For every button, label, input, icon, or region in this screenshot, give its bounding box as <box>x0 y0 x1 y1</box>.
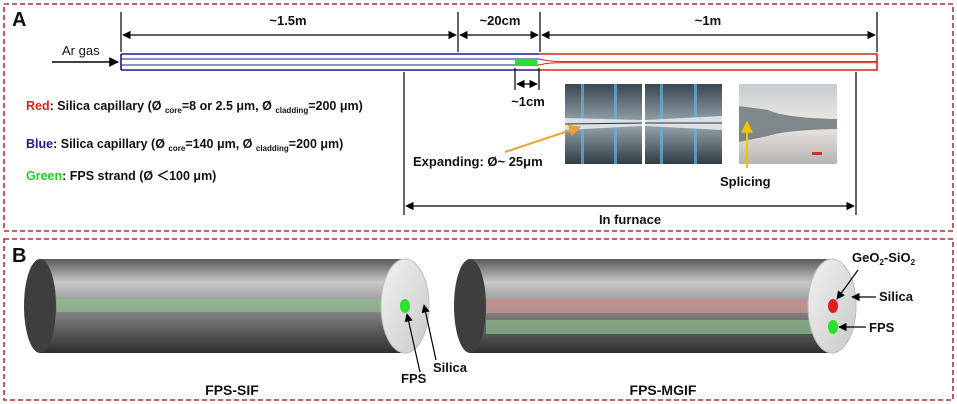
fps-strand <box>515 60 537 65</box>
legend-blue: Blue: Silica capillary (Ø core=140 μm, Ø… <box>26 137 343 153</box>
mgif-geo2-arrow <box>836 269 859 300</box>
mgif-silica-label: Silica <box>879 289 914 304</box>
fps-core-dot-mgif <box>828 320 838 334</box>
furnace-lines <box>403 72 857 215</box>
sif-fps-arrow <box>404 313 421 373</box>
micrograph-splicing <box>739 84 837 164</box>
mgif-caption: FPS-MGIF <box>630 382 697 398</box>
panel-b-letter: B <box>12 245 26 267</box>
dim-seg2-label: ~20cm <box>480 13 521 28</box>
small-dimension <box>514 68 540 90</box>
micrograph-expanding-left <box>564 84 643 164</box>
dim-small-label: ~1cm <box>511 94 545 109</box>
micrograph-expanding-right <box>645 84 722 164</box>
expanding-label: Expanding: Ø~ 25μm <box>413 154 543 169</box>
panel-b-frame <box>3 238 954 401</box>
splicing-label: Splicing <box>720 174 771 189</box>
mgif-fps-label: FPS <box>869 320 895 335</box>
red-capillary <box>538 53 878 71</box>
furnace-label: In furnace <box>599 212 661 227</box>
expanding-arrow <box>504 124 582 153</box>
legend-green: Green: FPS strand (Ø ＜100 μm) <box>26 169 216 183</box>
fiber-mgif <box>454 258 857 354</box>
dim-seg3-label: ~1m <box>695 13 721 28</box>
legend-red: Red: Silica capillary (Ø core=8 or 2.5 μ… <box>26 99 363 115</box>
dimension-lines <box>120 12 878 52</box>
fiber-sif <box>24 258 430 354</box>
dim-seg1-label: ~1.5m <box>269 13 306 28</box>
fps-core-dot <box>400 299 410 313</box>
geo2-core-dot <box>828 299 838 313</box>
panel-a-letter: A <box>12 9 26 31</box>
gas-label: Ar gas <box>62 43 100 58</box>
blue-capillary <box>120 53 539 71</box>
sif-fps-label: FPS <box>401 371 427 386</box>
mgif-geo2-label: GeO2-SiO2 <box>852 250 916 267</box>
panel-a-frame <box>3 3 954 232</box>
sif-silica-arrow <box>421 304 437 361</box>
sif-silica-label: Silica <box>433 360 468 375</box>
sif-caption: FPS-SIF <box>205 382 259 398</box>
